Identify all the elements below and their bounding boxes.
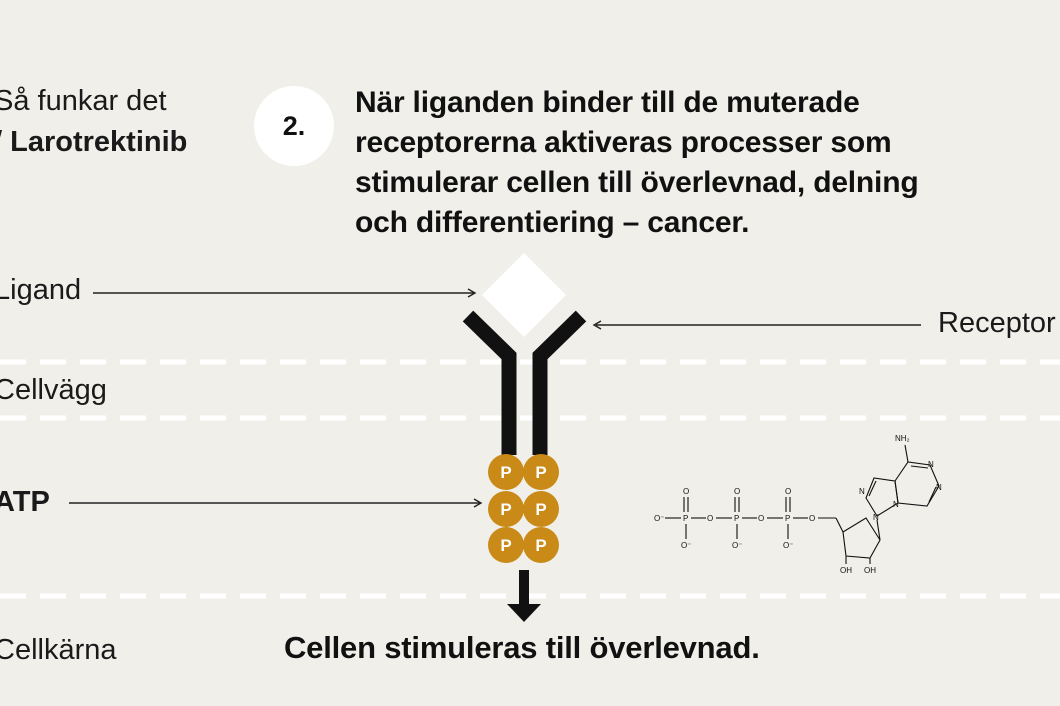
step-description-line: stimulerar cellen till överlevnad, delni… bbox=[355, 166, 919, 199]
phosphate-circle bbox=[523, 491, 559, 527]
drug-name: / Larotrektinib bbox=[0, 126, 187, 159]
receptor-right-arm bbox=[532, 310, 587, 455]
ligand-label: Ligand bbox=[0, 274, 82, 306]
atom-label: NH₂ bbox=[895, 434, 910, 443]
atom-label: O bbox=[734, 487, 740, 496]
atom-label: O bbox=[809, 514, 815, 523]
atom-label: OH bbox=[840, 566, 852, 575]
atom-label: N bbox=[928, 460, 934, 469]
atom-label: N bbox=[936, 483, 942, 492]
signal-arrowhead bbox=[507, 604, 541, 622]
atp-molecule-atoms: O⁻ P O P O P O O O O O⁻ O⁻ O⁻ N N N N N … bbox=[654, 434, 942, 575]
atom-label: O⁻ bbox=[681, 541, 691, 550]
atom-label: O⁻ bbox=[783, 541, 793, 550]
step-description-line: och differentiering – cancer. bbox=[355, 206, 750, 239]
step-description-line: När liganden binder till de muterade bbox=[355, 86, 860, 119]
receptor-pointer-arrowhead bbox=[592, 320, 602, 330]
atom-label: OH bbox=[864, 566, 876, 575]
atom-label: N bbox=[873, 513, 879, 522]
atom-label: O bbox=[707, 514, 713, 523]
phosphate-label: P bbox=[500, 500, 511, 519]
atom-label: N bbox=[859, 487, 865, 496]
nucleus-label: Cellkärna bbox=[0, 634, 117, 666]
phosphate-circle bbox=[523, 454, 559, 490]
phosphate-group: P bbox=[523, 454, 559, 490]
phosphate-circle bbox=[488, 454, 524, 490]
atom-label: O bbox=[785, 487, 791, 496]
phosphate-circle bbox=[523, 527, 559, 563]
signal-arrow-shaft bbox=[519, 570, 529, 608]
ligand-pointer-arrowhead bbox=[467, 288, 477, 298]
atom-label: O bbox=[683, 487, 689, 496]
atom-label: P bbox=[734, 514, 739, 523]
drug-name-text: Larotrektinib bbox=[10, 126, 188, 158]
atom-label: P bbox=[785, 514, 790, 523]
phosphate-label: P bbox=[535, 500, 546, 519]
step-number-badge: 2. bbox=[254, 86, 334, 166]
phosphate-group: P bbox=[523, 527, 559, 563]
atom-label: O⁻ bbox=[654, 514, 664, 523]
atom-label: N bbox=[893, 500, 899, 509]
atom-label: O bbox=[758, 514, 764, 523]
phosphate-circle bbox=[488, 491, 524, 527]
result-text: Cellen stimuleras till överlevnad. bbox=[284, 630, 760, 665]
receptor-left-arm bbox=[462, 310, 517, 455]
phosphate-group: P bbox=[523, 491, 559, 527]
atp-label: ATP bbox=[0, 486, 50, 518]
cell-wall-label: Cellvägg bbox=[0, 374, 107, 406]
step-description-line: receptorerna aktiveras processer som bbox=[355, 126, 892, 159]
receptor bbox=[462, 310, 587, 455]
phosphate-group: P bbox=[488, 491, 524, 527]
ligand-diamond bbox=[482, 253, 566, 337]
step-description: När liganden binder till de muterade rec… bbox=[355, 83, 1015, 243]
phosphate-group: P bbox=[488, 454, 524, 490]
atom-label: P bbox=[683, 514, 688, 523]
phosphate-circle bbox=[488, 527, 524, 563]
atom-label: O⁻ bbox=[732, 541, 742, 550]
phosphate-label: P bbox=[500, 536, 511, 555]
receptor-label: Receptor bbox=[938, 307, 1056, 339]
atp-molecule bbox=[665, 444, 940, 564]
phosphate-label: P bbox=[535, 536, 546, 555]
phosphate-group: P bbox=[488, 527, 524, 563]
drug-slash: / bbox=[0, 126, 10, 158]
intro-text: Så funkar det bbox=[0, 85, 167, 117]
atp-pointer-arrowhead bbox=[473, 498, 483, 508]
phosphate-label: P bbox=[535, 463, 546, 482]
phosphate-label: P bbox=[500, 463, 511, 482]
